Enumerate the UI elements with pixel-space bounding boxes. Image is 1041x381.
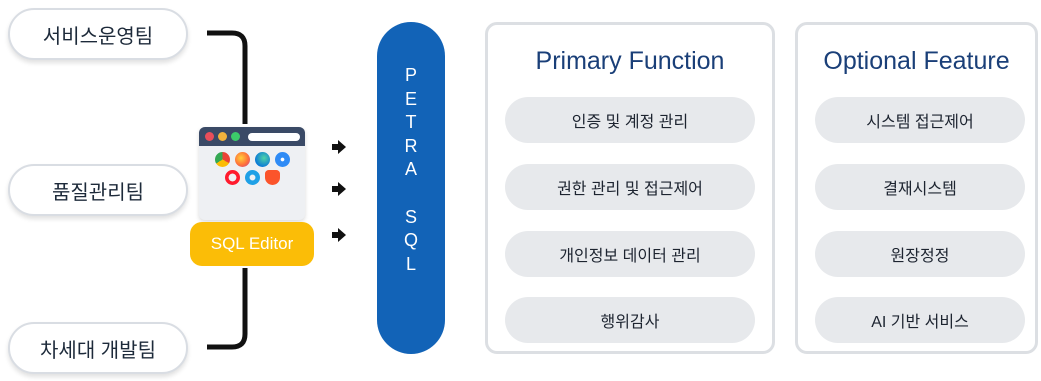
- edge-icon: [254, 152, 270, 167]
- team-service-ops: 서비스운영팀: [8, 8, 188, 60]
- arrow-right-icon: [332, 228, 346, 242]
- product-letter: T: [405, 112, 417, 133]
- product-letter: A: [404, 159, 417, 180]
- sql-editor-label: SQL Editor: [190, 222, 314, 266]
- browser-window-icon: [199, 127, 305, 220]
- firefox-icon: [234, 152, 250, 167]
- opera-icon: [224, 170, 240, 185]
- feature-item: AI 기반 서비스: [815, 297, 1025, 343]
- safari-icon: [274, 152, 290, 167]
- feature-item: 결재시스템: [815, 164, 1025, 210]
- primary-function-panel: Primary Function 인증 및 계정 관리 권한 관리 및 접근제어…: [485, 22, 775, 354]
- team-nextgen-dev: 차세대 개발팀: [8, 322, 188, 374]
- arrow-right-icon: [332, 140, 346, 154]
- product-letter: E: [404, 88, 417, 109]
- product-letter: Q: [403, 230, 418, 251]
- arrow-right-icon: [332, 182, 346, 196]
- petra-sql-pill: P E T R A S Q L: [377, 22, 445, 354]
- panel-title: Optional Feature: [823, 47, 1010, 75]
- brave-icon: [264, 170, 280, 185]
- chrome-icon: [214, 152, 230, 167]
- product-letter: L: [405, 253, 416, 274]
- feature-item: 원장정정: [815, 231, 1025, 277]
- feature-item: 시스템 접근제어: [815, 97, 1025, 143]
- ie-icon: [244, 170, 260, 185]
- optional-feature-panel: Optional Feature 시스템 접근제어 결재시스템 원장정정 AI …: [795, 22, 1038, 354]
- feature-item: 개인정보 데이터 관리: [505, 231, 755, 277]
- product-letter: R: [404, 135, 418, 156]
- panel-title: Primary Function: [535, 47, 725, 75]
- product-letter: P: [404, 65, 417, 85]
- feature-item: 권한 관리 및 접근제어: [505, 164, 755, 210]
- feature-item: 인증 및 계정 관리: [505, 97, 755, 143]
- feature-item: 행위감사: [505, 297, 755, 343]
- product-letter: S: [404, 206, 417, 227]
- team-quality: 품질관리팀: [8, 164, 188, 216]
